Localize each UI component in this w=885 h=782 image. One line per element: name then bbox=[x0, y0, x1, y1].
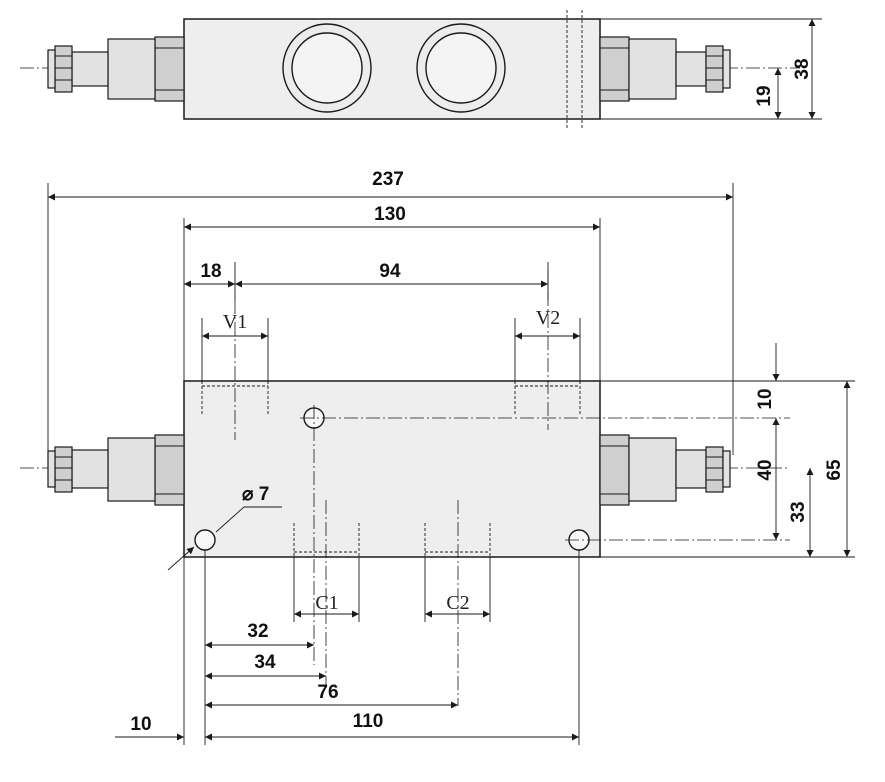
top-port-right bbox=[416, 23, 506, 113]
hole-mount-right bbox=[565, 529, 790, 745]
top-view-block bbox=[183, 18, 601, 120]
front-view-block bbox=[183, 380, 601, 558]
hole-diameter-callout: ⌀ 7 bbox=[167, 484, 282, 571]
dim-block-length: 130 bbox=[374, 204, 406, 225]
dim-top-to-hole: 10 bbox=[755, 388, 776, 409]
dim-top-half-height: 19 bbox=[754, 85, 775, 106]
dim-c2-center: 76 bbox=[317, 682, 338, 703]
top-port-left bbox=[282, 23, 372, 113]
port-v2 bbox=[514, 270, 581, 430]
label-c2: C2 bbox=[446, 592, 469, 614]
dim-axis-height: 33 bbox=[788, 501, 809, 522]
front-right-valve bbox=[599, 434, 731, 506]
top-right-valve bbox=[599, 36, 731, 102]
dim-mount-spacing: 110 bbox=[353, 711, 384, 732]
hole-top bbox=[300, 405, 790, 665]
port-v1 bbox=[201, 300, 269, 440]
top-left-valve bbox=[47, 36, 185, 102]
top-view: 38 19 bbox=[20, 10, 822, 130]
label-v2: V2 bbox=[536, 307, 560, 329]
dim-v1-offset: 18 bbox=[200, 261, 221, 282]
dim-v-spacing: 94 bbox=[379, 261, 401, 282]
front-left-valve bbox=[47, 434, 185, 506]
dim-overall-length: 237 bbox=[372, 169, 404, 190]
dim-height-total: 65 bbox=[824, 459, 845, 481]
dim-hole-diameter: ⌀ 7 bbox=[242, 484, 269, 505]
front-view: ⌀ 7 237 130 18 94 V1 V2 C1 C2 65 10 40 3… bbox=[20, 169, 855, 745]
dim-top-height: 38 bbox=[792, 58, 813, 79]
dim-c1-left: 32 bbox=[247, 621, 268, 642]
dim-mount-offset: 10 bbox=[130, 714, 151, 735]
label-c1: C1 bbox=[315, 592, 338, 614]
hole-mount-left bbox=[194, 529, 216, 745]
port-c1 bbox=[293, 500, 360, 685]
label-v1: V1 bbox=[223, 311, 247, 333]
port-c2 bbox=[424, 500, 491, 706]
dim-hole-spacing-v: 40 bbox=[755, 459, 776, 480]
dim-c1-center: 34 bbox=[254, 652, 276, 673]
